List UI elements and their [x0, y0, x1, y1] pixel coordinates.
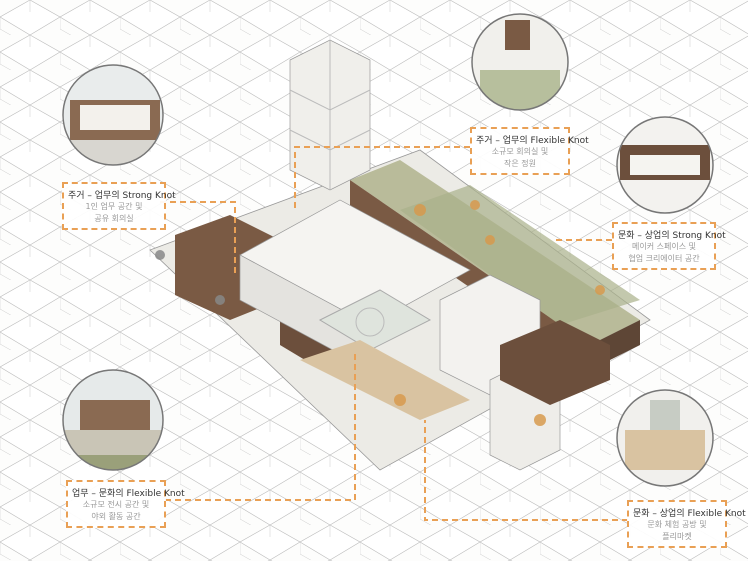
plaza-circle [355, 307, 385, 337]
callout-title: 주거 – 업무의 Strong Knot [68, 191, 176, 201]
tower-building [289, 39, 371, 191]
callout-line: 공유 회의실 [94, 214, 134, 223]
callout-line: 메이커 스페이스 및 [632, 242, 696, 251]
leader-lines [160, 146, 628, 521]
central-plaza [318, 289, 432, 351]
trees [155, 200, 605, 426]
callout-title: 업무 – 문화의 Flexible Knot [72, 489, 185, 499]
callout-title: 문화 – 상업의 Flexible Knot [633, 509, 746, 519]
detail-view-3 [617, 117, 713, 213]
detail-view-5 [617, 390, 713, 486]
detail-view-2 [472, 14, 568, 110]
callout-line: 소규모 회의실 및 [491, 147, 549, 156]
callout-line: 플리마켓 [662, 532, 692, 541]
callout-residential-office-strong: 주거 – 업무의 Strong Knot 1인 업무 공간 및 공유 회의실 [62, 182, 176, 230]
callout-line: 문화 체험 공방 및 [647, 520, 707, 529]
detail-view-4 [63, 370, 163, 470]
callout-culture-commerce-flexible: 문화 – 상업의 Flexible Knot 문화 체험 공방 및 플리마켓 [627, 500, 746, 548]
callout-line: 협업 크리에이터 공간 [628, 254, 700, 263]
callout-line: 야외 활동 공간 [91, 512, 141, 521]
main-white-building [239, 199, 471, 371]
callout-office-culture-flexible: 업무 – 문화의 Flexible Knot 소규모 전시 공간 및 야외 활동… [66, 480, 185, 528]
timber-block-east [500, 320, 610, 405]
timber-deck [300, 340, 470, 420]
callout-title: 문화 – 상업의 Strong Knot [618, 231, 726, 241]
callout-line: 1인 업무 공간 및 [85, 202, 143, 211]
callout-culture-commerce-strong: 문화 – 상업의 Strong Knot 메이커 스페이스 및 협업 크리에이터… [612, 222, 726, 270]
detail-view-1 [63, 65, 163, 165]
callout-title: 주거 – 업무의 Flexible Knot [476, 136, 589, 146]
callout-line: 소규모 전시 공간 및 [82, 500, 150, 509]
callout-residential-office-flexible: 주거 – 업무의 Flexible Knot 소규모 회의실 및 작은 정원 [470, 127, 589, 175]
callout-line: 작은 정원 [504, 159, 536, 168]
